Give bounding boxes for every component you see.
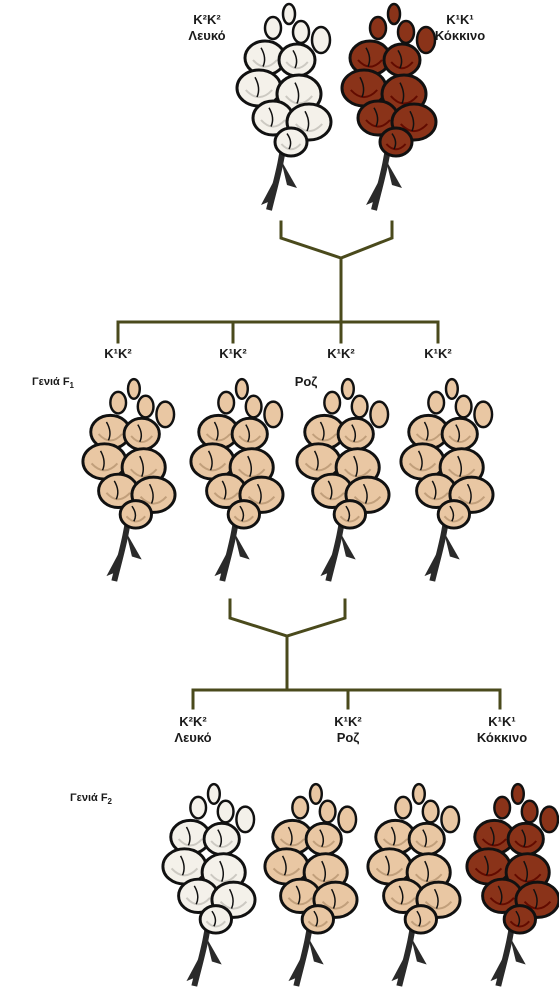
f2-offspring-2-genotype: K¹K² <box>334 714 362 729</box>
f1-genotype-4: K¹K² <box>424 346 452 361</box>
parent-flower-1 <box>235 2 333 211</box>
f2-flower-4 <box>465 782 559 987</box>
parent-flower-2 <box>340 2 438 211</box>
parent-white-label: K²K² Λευκό <box>172 12 242 44</box>
f2-offspring-1-genotype: K²K² <box>179 714 207 729</box>
f1-flower-4 <box>399 377 495 582</box>
f2-flower-2 <box>263 782 359 987</box>
f2-offspring-1-label: K²K² Λευκό <box>158 714 228 746</box>
f2-offspring-2-label: K¹K² Ροζ <box>318 714 378 746</box>
parent-red-phenotype: Κόκκινο <box>434 28 486 43</box>
f2-offspring-2-phenotype: Ροζ <box>336 730 360 745</box>
f1-generation-text: Γενιά F <box>32 376 70 388</box>
f2-flower-3 <box>366 782 462 987</box>
f1-generation-sub: 1 <box>69 381 74 391</box>
f2-offspring-3-phenotype: Κόκκινο <box>476 730 528 745</box>
f1-flower-3 <box>295 377 391 582</box>
f1-genotype-2: K¹K² <box>219 346 247 361</box>
f1-phenotype: Ροζ <box>294 374 318 389</box>
f2-generation-text: Γενιά F <box>70 792 108 804</box>
parent-white-genotype: K²K² <box>193 12 221 27</box>
parent-red-genotype: K¹K¹ <box>446 12 474 27</box>
f1-genotype-1: K¹K² <box>104 346 132 361</box>
f1-generation-label: Γενιά F1 <box>32 376 74 390</box>
parent-white-phenotype: Λευκό <box>188 28 226 43</box>
f2-generation-label: Γενιά F2 <box>70 792 112 806</box>
f2-generation-sub: 2 <box>107 797 112 807</box>
f1-genotype-3: K¹K² <box>327 346 355 361</box>
f2-offspring-3-genotype: K¹K¹ <box>488 714 516 729</box>
f2-flower-1 <box>161 782 257 987</box>
f2-offspring-1-phenotype: Λευκό <box>174 730 212 745</box>
parent-red-label: K¹K¹ Κόκκινο <box>420 12 500 44</box>
f1-flower-1 <box>81 377 177 582</box>
f2-offspring-3-label: K¹K¹ Κόκκινο <box>462 714 542 746</box>
f1-flower-2 <box>189 377 285 582</box>
